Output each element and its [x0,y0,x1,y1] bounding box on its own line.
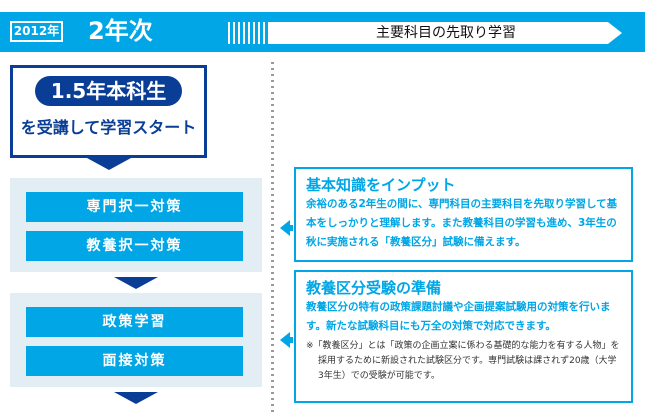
info-card-1: 基本知識をインプット 余裕のある2年生の間に、専門科目の主要科目を先取り学習して… [294,167,633,262]
banner-title: 主要科目の先取り学習 [270,22,622,44]
down-arrow-icon [114,392,158,404]
dotted-divider [271,62,274,412]
step-button: 面接対策 [26,346,243,376]
year-badge: 2012年 [10,21,63,42]
step-panel-1: 専門択一対策 教養択一対策 [10,178,262,272]
card-body: 教養区分の特有の政策課題討議や企画提案試験用の対策を行います。新たな試験科目にも… [306,301,611,332]
step-button: 専門択一対策 [26,192,243,222]
left-arrow-icon [280,332,293,348]
card-title: 基本知識をインプット [306,176,456,194]
start-box: 1.5年本科生 を受講して学習スタート [10,65,207,158]
down-arrow-icon [87,158,131,170]
left-arrow-icon [280,220,293,236]
info-card-2: 教養区分受験の準備 教養区分の特有の政策課題討議や企画提案試験用の対策を行います… [294,270,633,403]
step-button: 教養択一対策 [26,231,243,261]
step-panel-2: 政策学習 面接対策 [10,293,262,387]
down-arrow-icon [114,277,158,289]
grade-title: 2年次 [88,17,153,45]
stripes-decoration [228,22,270,44]
card-title: 教養区分受験の準備 [306,279,442,297]
start-subtitle: を受講して学習スタート [20,118,197,137]
card-note: ※「教養区分」とは「政策の企画立案に係わる基礎的な能力を有する人物」を採用するた… [306,341,620,381]
step-button: 政策学習 [26,307,243,337]
card-body: 余裕のある2年生の間に、専門科目の主要科目を先取り学習して基本をしっかりと理解し… [306,198,618,248]
course-pill: 1.5年本科生 [34,76,183,106]
